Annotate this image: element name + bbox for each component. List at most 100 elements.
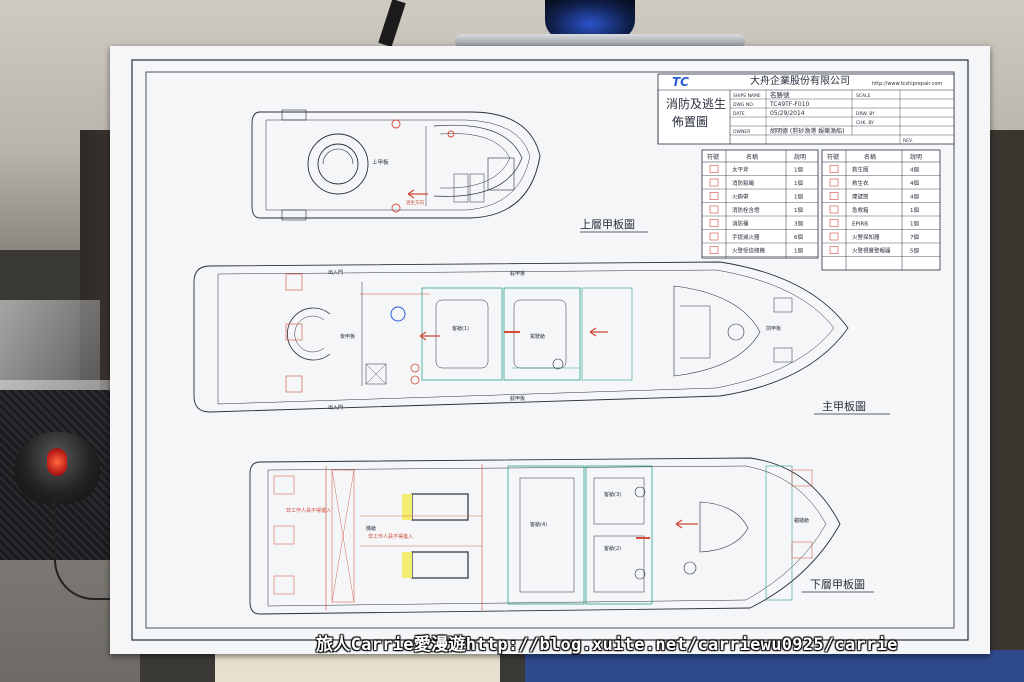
legend-left-item-qty: 3個 xyxy=(794,220,803,228)
upper-deck-plan xyxy=(251,109,541,221)
bridge-label: 駕駛艙 xyxy=(530,333,545,340)
ship-plan-drawing: TC 大舟企業股份有限公司 http://www.tcshiprepair.co… xyxy=(131,59,969,641)
top-device xyxy=(545,0,635,40)
legend-left-item-qty: 1個 xyxy=(794,166,803,174)
sheet-inner-border xyxy=(145,71,955,629)
bottom-card xyxy=(215,652,500,682)
front-deck-label: 前甲板 xyxy=(766,325,781,332)
legend-right-symbol-header: 符號 xyxy=(827,153,839,161)
mouse-cable xyxy=(54,498,136,600)
floor-plan-sheet: TC 大舟企業股份有限公司 http://www.tcshiprepair.co… xyxy=(110,46,990,654)
mouse-led xyxy=(47,448,67,476)
main-deck-title: 主甲板圖 xyxy=(822,399,866,413)
legend-left-item-name: 火鉤帶 xyxy=(732,193,749,201)
scale-label: SCALE xyxy=(856,93,871,99)
legend-left-item-name: 消防桶 xyxy=(732,220,749,228)
date-label: DATE xyxy=(733,111,745,117)
legend-right-item-qty: 1個 xyxy=(910,220,919,228)
device-stand xyxy=(455,34,745,48)
lower-deck-title: 下層甲板圖 xyxy=(810,577,865,591)
ship-name-label: SHIPS NAME xyxy=(733,93,761,99)
date-value: 05/29/2014 xyxy=(770,110,805,117)
plan-title-line1: 消防及逃生 xyxy=(666,96,726,111)
legend-left-symbol-header: 符號 xyxy=(707,153,719,161)
legend-left-item-qty: 1個 xyxy=(794,179,803,187)
main-deck-plan xyxy=(193,261,849,413)
legend-right-item-qty: 4個 xyxy=(910,193,919,201)
company-website: http://www.tcshiprepair.com xyxy=(872,81,942,87)
legend-right-item-name: 煙號筒 xyxy=(852,193,869,201)
drw-by-label: DRW. BY xyxy=(856,111,875,117)
legend-right-item-qty: 7個 xyxy=(910,233,919,241)
legend-right-item-name: EPIRB xyxy=(852,222,868,228)
staff-only-label-2: 非工作人員不得進入 xyxy=(368,533,413,540)
owner-label: OWNER xyxy=(733,129,750,135)
anchor-room-label: 錨鏈艙 xyxy=(794,517,809,524)
legend-right-item-name: 火警探知器 xyxy=(852,233,880,241)
title-block: TC 大舟企業股份有限公司 http://www.tcshiprepair.co… xyxy=(657,73,955,145)
legend-right-item-name: 救生衣 xyxy=(852,179,869,187)
legend-left-item-qty: 6個 xyxy=(794,233,803,241)
legend-left-symbol-icon xyxy=(709,192,719,200)
sheet-border xyxy=(131,59,969,641)
rev-label: REV. xyxy=(903,138,913,144)
legend-left-item-qty: 1個 xyxy=(794,206,803,214)
blog-watermark: 旅人Carrie愛漫遊http://blog.xuite.net/carriew… xyxy=(316,635,898,655)
cabin4-label: 客艙(4) xyxy=(530,521,547,528)
legend-right-item-qty: 4個 xyxy=(910,179,919,187)
legend-left-qty-header: 說明 xyxy=(794,153,806,161)
cabin2-label: 客艙(2) xyxy=(604,545,621,552)
legend-right-symbol-icon xyxy=(829,192,839,200)
legend-left-item-name: 太平斧 xyxy=(732,166,749,174)
aft-deck-label: 後甲板 xyxy=(340,333,355,340)
dwg-no-value: TC49TF-F010 xyxy=(769,101,810,108)
cabin3-label: 客艙(3) xyxy=(604,491,621,498)
chk-by-label: CHK. BY xyxy=(856,120,874,126)
upper-deck-label: 上甲板 xyxy=(372,158,389,166)
legend-left-symbol-icon xyxy=(709,178,719,187)
legend-left-symbol-icon xyxy=(709,232,719,241)
company-name: 大舟企業股份有限公司 xyxy=(750,74,850,87)
legend-right-item-name: 急救箱 xyxy=(852,206,869,214)
legend-left-item-name: 火警受信總機 xyxy=(732,247,766,255)
legend-right-symbol-icon xyxy=(829,246,839,254)
legend-right-symbol-icon xyxy=(829,178,839,187)
upper-deck-title: 上層甲板圖 xyxy=(580,217,635,231)
escape-direction-label: 逃生方向 xyxy=(406,199,424,206)
side-deck-bottom: 舷甲板 xyxy=(510,395,525,402)
legend-left-symbol-icon xyxy=(709,205,719,214)
legend-right-symbol-icon xyxy=(829,219,839,227)
bottom-folder xyxy=(525,650,1024,682)
legend-left-item-qty: 1個 xyxy=(794,193,803,201)
legend-right-item-qty: 1個 xyxy=(910,206,919,214)
lower-deck-plan xyxy=(249,457,841,615)
legend-right-item-qty: 5個 xyxy=(910,247,919,255)
entrance-label-top: 出入門 xyxy=(328,269,343,276)
legend-left-item-name: 消防鬆繩 xyxy=(732,179,755,187)
entrance-label-bottom: 出入門 xyxy=(328,404,343,411)
plastic-wrap xyxy=(0,300,100,390)
dwg-no-label: DWG NO. xyxy=(733,102,754,108)
legend-left-symbol-icon xyxy=(709,219,719,227)
side-deck-top: 舷甲板 xyxy=(510,270,525,277)
staff-only-label-1: 非工作人員不得進入 xyxy=(286,507,331,514)
legend-right-symbol-icon xyxy=(829,165,839,173)
legend-right-name-header: 名稱 xyxy=(864,153,876,161)
legend-left-item-name: 消防栓含燈 xyxy=(732,206,760,214)
legend-right-item-qty: 4個 xyxy=(910,166,919,174)
legend-right-item-name: 火警視覺警報器 xyxy=(852,247,891,255)
cabin1-label: 客艙(1) xyxy=(452,325,469,332)
engine-room-label: 機艙 xyxy=(366,525,376,532)
legend-right-item-name: 救生圈 xyxy=(852,166,869,174)
legend-left-symbol-icon xyxy=(709,246,719,254)
owner-value: 胡明德 (剪砂漁港 娛樂漁船) xyxy=(770,127,845,135)
legend-right-symbol-icon xyxy=(829,205,839,214)
logo-text: TC xyxy=(672,75,689,89)
legend-right-symbol-icon xyxy=(829,232,839,241)
legend-right-qty-header: 說明 xyxy=(910,153,922,161)
legend-left-name-header: 名稱 xyxy=(746,153,758,161)
legend-left-item-qty: 1個 xyxy=(794,247,803,255)
plan-title-line2: 佈置圖 xyxy=(672,114,708,129)
legend-left-item-name: 手提滅火器 xyxy=(732,233,760,241)
